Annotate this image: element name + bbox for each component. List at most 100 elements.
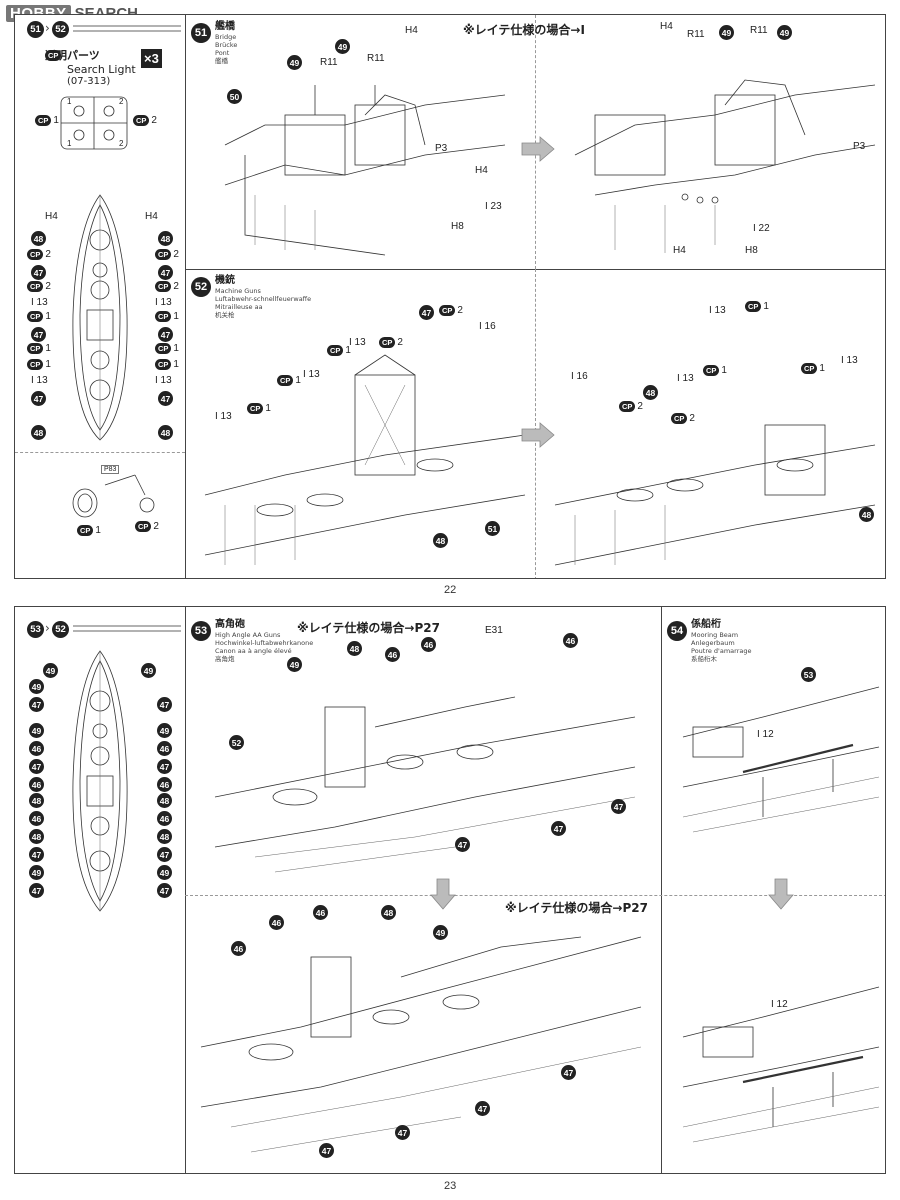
step53-label: E31 — [485, 625, 503, 636]
step51-dash — [535, 15, 536, 269]
ship23-badge-right: 46 — [157, 777, 172, 792]
ship-label-right: I 13 — [155, 297, 172, 308]
ship-badge-left: 47 — [31, 327, 46, 342]
step53b-badge: 46 — [231, 941, 246, 956]
ship23-badge-right: 47 — [157, 847, 172, 862]
bridge-drawing-left — [224, 85, 506, 256]
step51-label: H8 — [451, 221, 464, 232]
ship-top-view-drawing — [72, 194, 128, 441]
step51-r-label: H8 — [745, 245, 758, 256]
step52-r-badge: 48 — [643, 385, 658, 400]
step52-badge: 47 — [419, 305, 434, 320]
machine-guns-drawing-right — [554, 424, 876, 566]
ship-badge-right: 47 — [158, 391, 173, 406]
step52-label: I 13 — [215, 411, 232, 422]
step51-label: R11 — [320, 57, 338, 68]
step53b-badge: 48 — [381, 905, 396, 920]
leyte-note-53-bottom: ※レイテ仕様の場合→P27 — [505, 901, 648, 915]
step53b-badge: 47 — [395, 1125, 410, 1140]
clear-parts-en: Search Light — [67, 63, 136, 76]
step51-label: H4 — [405, 25, 418, 36]
step53-badge: 52 — [229, 735, 244, 750]
step51-r-label: R11 — [687, 29, 705, 40]
ship23-badge-left: 48 — [29, 793, 44, 808]
step51-r-label: P3 — [853, 141, 866, 152]
step-52-titles: 機銃 Machine Guns Luftabwehr-schnellfeuerw… — [215, 275, 312, 319]
ship-label-right: I 13 — [155, 375, 172, 386]
step-54-titles: 係船桁 Mooring Beam Anlegerbaum Poutre d'am… — [691, 619, 752, 663]
ship23-badge-left: 47 — [29, 759, 44, 774]
ship23-badge-left: 47 — [29, 697, 44, 712]
sprue-num-2: 2 — [119, 97, 124, 106]
step53-badge: 46 — [421, 637, 436, 652]
page-23-frame: 53 › 52 49 49 47 49 46 47 46 48 46 48 47… — [14, 606, 886, 1174]
mooring-beam-drawing-bottom — [682, 986, 880, 1143]
step51-r-badge: 49 — [719, 25, 734, 40]
ship23-badge-left: 49 — [29, 723, 44, 738]
ship23-badge-left: 46 — [29, 777, 44, 792]
ship-badge-left: 47 — [31, 265, 46, 280]
cp-oval: CP — [45, 49, 62, 61]
sprue-num-3: 1 — [67, 139, 72, 148]
ship-label-right: H4 — [145, 211, 158, 222]
ship23-badge-left: 47 — [29, 847, 44, 862]
step51-label: R11 — [367, 53, 385, 64]
step53b-badge: 47 — [475, 1101, 490, 1116]
step52-r-label: I 13 — [841, 355, 858, 366]
step53-mid-dash — [185, 895, 885, 896]
ship-badge-right: 48 — [158, 425, 173, 440]
step53-badge: 47 — [551, 821, 566, 836]
step51-r-label: H4 — [673, 245, 686, 256]
ship-badge-right: 47 — [158, 265, 173, 280]
step53b-badge: 47 — [319, 1143, 334, 1158]
rule-lines — [73, 25, 181, 32]
step52-r-label: I 16 — [571, 371, 588, 382]
ship23-badge-left: 46 — [29, 811, 44, 826]
step-51-badge: 51 — [191, 23, 211, 43]
step52-badge: 51 — [485, 521, 500, 536]
clear-parts-block: CP 透明パーツ Search Light (07-313) ×3 — [45, 47, 162, 87]
arrow-small-icon: › — [45, 621, 50, 635]
step52-dash — [535, 269, 536, 578]
step53-down-arrow — [430, 878, 456, 910]
sprue-num-4: 2 — [119, 139, 124, 148]
step-53-badge: 53 — [191, 621, 211, 641]
ship23-badge-left: 46 — [29, 741, 44, 756]
ship23-badge-right: 48 — [157, 793, 172, 808]
ship23-badge-left: 47 — [29, 883, 44, 898]
step54-badge: 53 — [801, 667, 816, 682]
step-52-badge: 52 — [191, 277, 211, 297]
step51-label: H4 — [475, 165, 488, 176]
step51-r-label: I 22 — [753, 223, 770, 234]
page-ref-badge: P83 — [101, 465, 120, 474]
step51-badge: 49 — [335, 39, 350, 54]
step52-label: I 13 — [349, 337, 366, 348]
quantity-badge: ×3 — [141, 49, 162, 68]
step53b-badge: 46 — [269, 915, 284, 930]
ship23-badge-right: 46 — [157, 811, 172, 826]
machine-guns-drawing-left — [204, 354, 526, 565]
ship23-badge-left: 49 — [29, 865, 44, 880]
step53-badge: 49 — [287, 657, 302, 672]
step-54-badge: 54 — [667, 621, 687, 641]
arrow-small-icon: › — [45, 21, 50, 35]
step52-badge: 48 — [433, 533, 448, 548]
leyte-note-53-top: ※レイテ仕様の場合→P27 — [297, 621, 440, 635]
ship23-badge-right: 49 — [157, 865, 172, 880]
clear-parts-code: (07-313) — [67, 76, 111, 87]
step51-label: I 23 — [485, 201, 502, 212]
step54b-label: I 12 — [771, 999, 788, 1010]
ship-badge-left: 48 — [31, 231, 46, 246]
page-number-23: 23 — [444, 1180, 457, 1192]
